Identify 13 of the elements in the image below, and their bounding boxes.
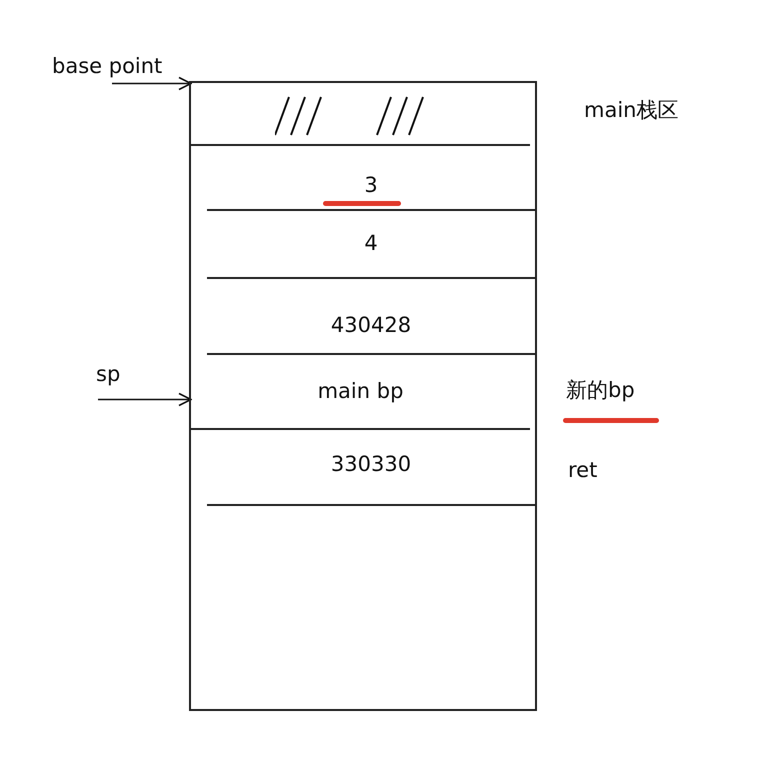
pointer-label: base point [52,54,178,84]
arrow [98,392,192,406]
slot-value: 430428 [330,313,412,337]
slot-value: 3 [364,173,378,197]
annotation-text: ret [568,458,598,482]
annotation-text: 新的bp [566,377,635,404]
stack-frame [189,81,537,711]
slot-value: 4 [364,231,378,255]
arrow [112,76,192,90]
slot-value: main bp [318,379,404,403]
annotation-text: main栈区 [584,97,678,124]
pointer-label: sp [96,362,136,400]
slot-value: 330330 [330,452,412,476]
